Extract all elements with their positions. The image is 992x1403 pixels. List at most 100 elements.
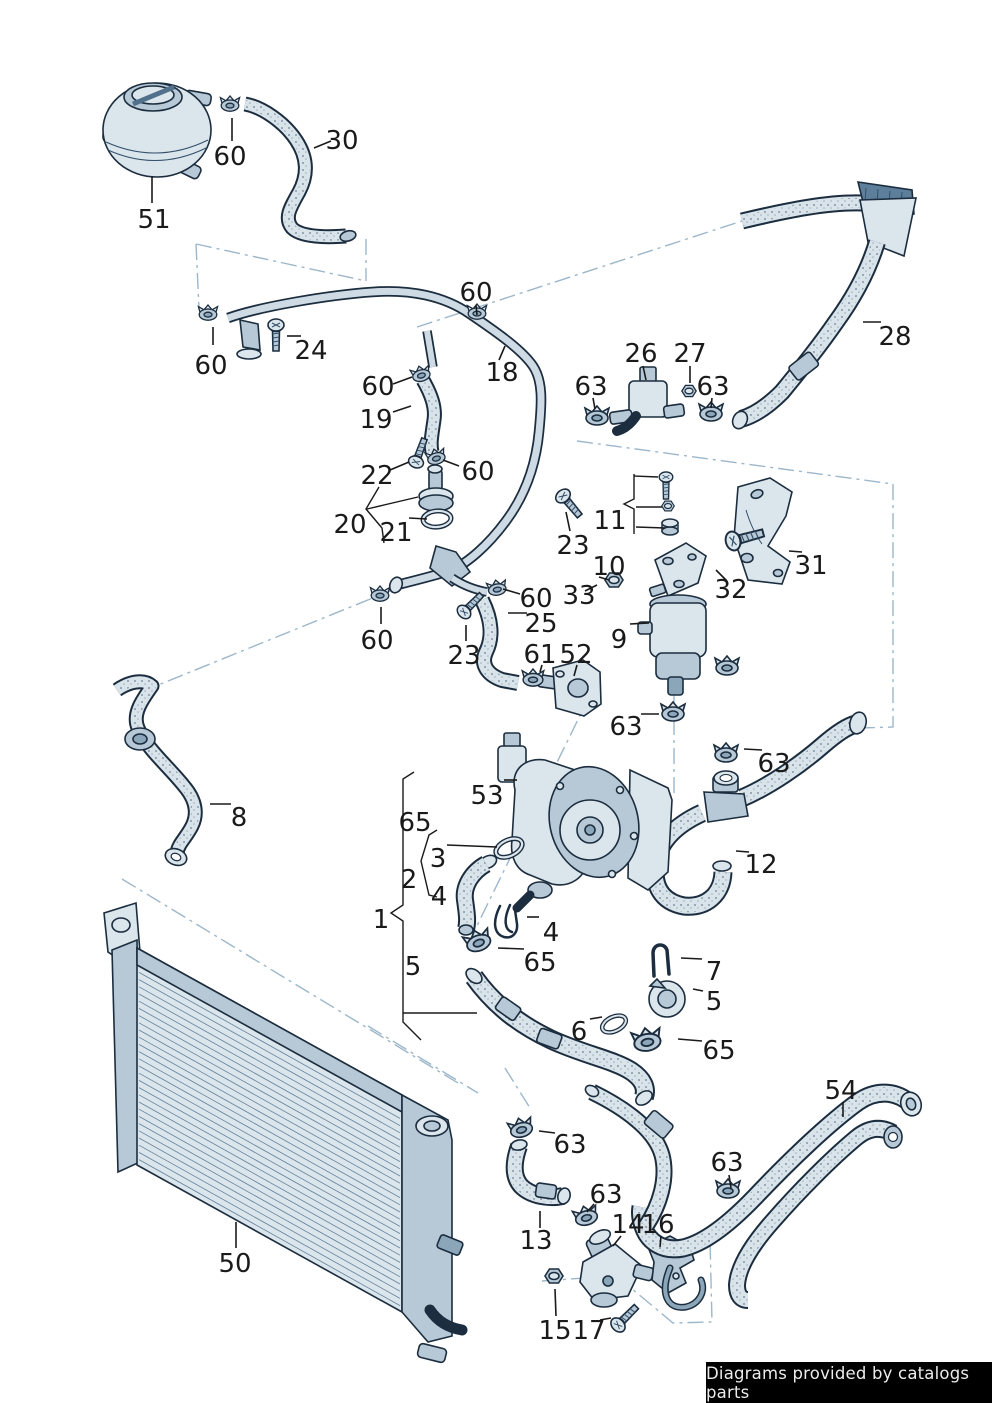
part-number-label: 5 [706, 987, 723, 1017]
callout-18: 18 [485, 345, 519, 388]
hose-25-illustration [474, 596, 520, 691]
radiator-50-illustration [103, 901, 468, 1364]
callout-leader-32 [715, 569, 728, 582]
callout-leader-60 [442, 459, 460, 467]
bracket-group-11 [622, 474, 635, 534]
callout-60: 60 [360, 607, 394, 656]
part-number-label: 30 [325, 126, 358, 156]
part-number-label: 6 [571, 1017, 588, 1047]
part-number-label: 50 [218, 1249, 251, 1279]
callout-23: 23 [556, 511, 590, 561]
callout-leader-22 [389, 461, 410, 471]
part-number-label: 9 [611, 625, 628, 655]
callout-21: 21 [379, 517, 428, 548]
callout-leader-7 [680, 957, 703, 960]
part-number-label: 32 [714, 575, 747, 605]
callout-16: 16 [641, 1210, 675, 1248]
callout-27: 27 [673, 339, 707, 383]
callout-10: 10 [592, 552, 625, 582]
part-number-label: 60 [361, 372, 394, 402]
part-number-label: 13 [519, 1226, 552, 1256]
callout-63: 63 [710, 1148, 744, 1189]
callout-leader-15 [554, 1288, 557, 1317]
callout-5: 5 [692, 987, 723, 1017]
part-number-label: 12 [744, 850, 777, 880]
valve-14-illustration [579, 1229, 655, 1308]
callout-61: 61 [523, 640, 557, 673]
callout-brackets [365, 474, 666, 1041]
callout-63: 63 [743, 748, 791, 779]
part-number-label: 7 [706, 957, 723, 987]
callout-4: 4 [527, 916, 559, 948]
callout-leader-19 [392, 405, 412, 413]
hose-13-illustration [505, 1139, 571, 1207]
callout-14: 14 [611, 1210, 645, 1247]
callout-30: 30 [313, 126, 359, 156]
callout-23: 23 [447, 625, 481, 671]
callout-54: 54 [824, 1076, 858, 1117]
pipe-assembly-1-5-illustration [455, 835, 655, 1106]
part-number-label: 61 [523, 640, 556, 670]
part-number-label: 5 [405, 952, 422, 982]
callout-28: 28 [863, 321, 912, 352]
callout-19: 19 [359, 405, 412, 435]
watermark-bar: Diagrams provided by catalogs parts [706, 1362, 992, 1403]
callout-leader-30 [313, 140, 332, 149]
part-number-label: 16 [641, 1210, 674, 1240]
callout-32: 32 [714, 569, 748, 605]
bracket-32-illustration [648, 542, 707, 598]
callout-65: 65 [497, 947, 557, 978]
callout-leader-60 [392, 376, 413, 385]
part-number-label: 63 [757, 749, 790, 779]
callout-leader-65 [677, 1038, 703, 1042]
callout-leader-63 [586, 1203, 595, 1213]
callout-63: 63 [586, 1180, 623, 1213]
callout-31: 31 [788, 550, 828, 581]
callout-60: 60 [502, 584, 553, 614]
part-number-label: 1 [373, 905, 390, 935]
part-number-label: 28 [878, 322, 911, 352]
callout-2: 2 [401, 865, 418, 895]
callout-leader-21 [408, 517, 428, 520]
callout-leader-63 [538, 1130, 556, 1134]
part-number-label: 63 [609, 712, 642, 742]
part-number-label: 4 [431, 882, 448, 912]
part-number-label: 17 [572, 1316, 605, 1346]
callout-leader-10 [598, 576, 610, 581]
part-number-label: 60 [194, 351, 227, 381]
part-number-label: 25 [524, 609, 557, 639]
bracket-group-2 [420, 829, 438, 898]
part-number-label: 63 [710, 1148, 743, 1178]
callout-26: 26 [624, 339, 658, 381]
callout-leader-17 [599, 1317, 612, 1321]
callout-65: 65 [398, 808, 431, 838]
callout-51: 51 [137, 176, 171, 235]
callout-17: 17 [572, 1316, 612, 1346]
callout-15: 15 [538, 1288, 572, 1346]
callout-6: 6 [571, 1016, 603, 1047]
callout-leader-9 [629, 622, 650, 625]
callout-7: 7 [680, 957, 723, 987]
callout-leader-23 [565, 511, 571, 532]
hose-30-illustration [243, 96, 357, 245]
callout-63: 63 [696, 372, 730, 409]
part-number-label: 23 [556, 531, 589, 561]
water-pump-53-illustration [497, 732, 673, 913]
mounting-11-illustration [658, 471, 679, 536]
callout-50: 50 [218, 1222, 252, 1279]
callout-leader-60 [502, 588, 521, 595]
bracket-group-20 [365, 486, 385, 544]
part-number-label: 15 [538, 1316, 571, 1346]
callout-3: 3 [430, 844, 498, 874]
part-number-label: 63 [553, 1130, 586, 1160]
callout-leader-52 [573, 664, 578, 677]
part-number-label: 52 [559, 640, 592, 670]
parts-illustration [102, 82, 923, 1364]
callout-63: 63 [609, 712, 659, 742]
part-number-label: 20 [333, 510, 366, 540]
bracket-31-illustration [722, 477, 793, 585]
callout-63: 63 [538, 1130, 587, 1160]
